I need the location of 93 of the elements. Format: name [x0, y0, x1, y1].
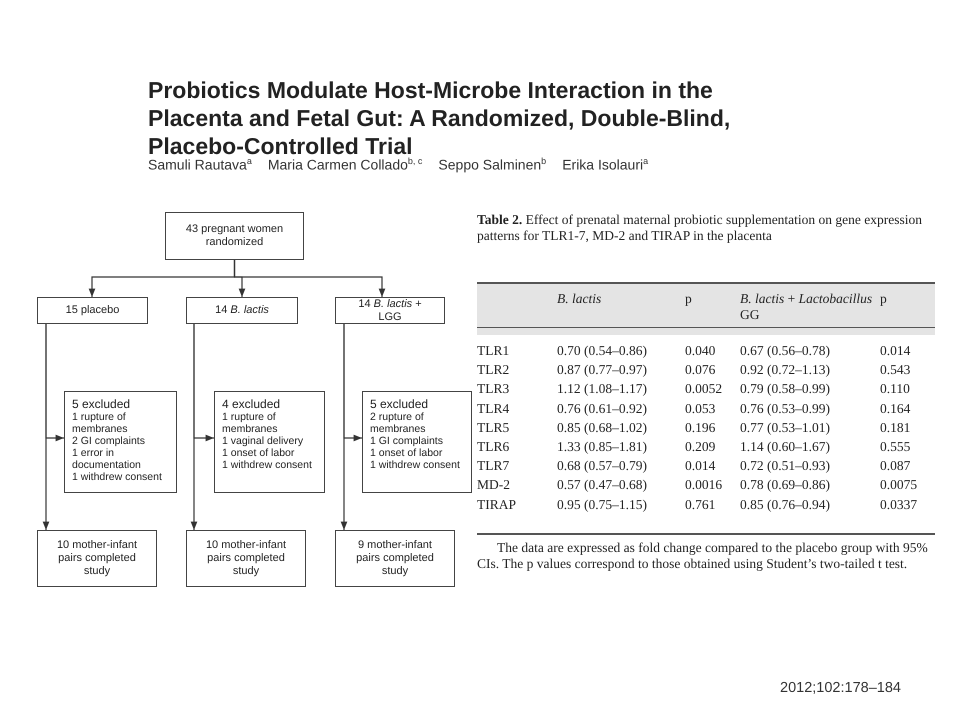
box-text: 2 GI complaints — [72, 435, 146, 447]
table-cell-text: 0.076 — [685, 361, 716, 380]
table-note: The data are expressed as fold change compared to the placebo group with 95% CIs. The p values correspond to those obtained using Student’s two-tailed t test. — [477, 540, 929, 572]
process-box — [335, 530, 455, 587]
table-cell-text: 0.040 — [685, 342, 716, 360]
table-cell-text: 0.68 (0.57–0.79) — [557, 457, 648, 476]
column-header: B. lactis — [557, 283, 685, 327]
table-cell-text: 0.164 — [880, 400, 912, 418]
box-text: 1 onset of labor — [370, 447, 444, 459]
table-cell-text: 0.761 — [685, 496, 716, 514]
table-cell-text: 0.70 (0.54–0.86) — [557, 342, 648, 360]
table-cell-text: 0.67 (0.56–0.78) — [740, 342, 831, 360]
box-text: 1 withdrew consent — [72, 471, 163, 483]
box-text: 43 pregnant women randomized — [184, 223, 284, 249]
table-cell-text: 0.053 — [685, 400, 716, 418]
table-cell-text: 0.0337 — [880, 496, 918, 514]
table-cell-text: 0.087 — [880, 457, 912, 476]
row-header: TLR4 — [477, 400, 510, 418]
box-text: 1 rupture of membranes — [72, 411, 128, 435]
table-cell-text: 1.14 (0.60–1.67) — [740, 438, 831, 456]
table-cell-text: 0.57 (0.47–0.68) — [557, 476, 648, 494]
row-header: TLR2 — [477, 361, 510, 380]
row-header: MD-2 — [477, 476, 511, 494]
table-cell-text: 0.85 (0.68–1.02) — [557, 418, 648, 437]
author-name: Maria Carmen Collado$^{b, c}$ — [268, 156, 422, 173]
column-header: p — [880, 290, 888, 308]
table-cell-text: 0.209 — [685, 438, 716, 456]
table-cell-text: 0.110 — [880, 380, 911, 398]
table-cell-text: 1.33 (0.85–1.81) — [557, 438, 648, 456]
table-cell-text: 0.181 — [880, 418, 912, 437]
process-box — [165, 212, 304, 260]
box-text: 14 B. lactis — [215, 304, 269, 317]
table-cell-text: 0.014 — [685, 457, 716, 476]
box-text: 1 withdrew consent — [222, 459, 313, 471]
author-name: Samuli Rautava$^{a}$ — [148, 156, 252, 173]
box-text: 1 rupture of membranes — [222, 411, 278, 435]
box-text: 2 rupture of membranes — [370, 411, 426, 435]
table-cell-text: 0.95 (0.75–1.15) — [557, 496, 648, 514]
row-header: TLR7 — [477, 457, 510, 476]
table-cell-text: 0.85 (0.76–0.94) — [740, 496, 831, 514]
exclusion-box — [64, 391, 177, 493]
table-cell-text: 0.014 — [880, 342, 912, 360]
box-text: 15 placebo — [66, 304, 120, 317]
citation: 2012;102:178–184 — [780, 680, 901, 696]
table-cell-text: 1.12 (1.08–1.17) — [557, 380, 648, 398]
table-cell-text: 0.196 — [685, 418, 716, 437]
process-box — [186, 530, 306, 587]
arrow — [234, 260, 386, 297]
arrow — [340, 324, 348, 530]
table-cell-text: 0.555 — [880, 438, 912, 456]
box-heading: 5 excluded — [370, 397, 430, 411]
box-heading: 4 excluded — [222, 397, 282, 411]
table-cell-text: 0.543 — [880, 361, 912, 380]
arrow — [190, 324, 198, 530]
table-cell-text: 0.76 (0.61–0.92) — [557, 400, 648, 418]
table-cell-text: 0.0075 — [880, 476, 918, 494]
box-text: 1 GI complaints — [370, 435, 444, 447]
table-cell-text: 0.87 (0.77–0.97) — [557, 361, 648, 380]
table-cell-text: 0.78 (0.69–0.86) — [740, 476, 831, 494]
box-text: 10 mother-infant pairs completed study — [204, 539, 288, 578]
box-text: 14 B. lactis + LGG — [357, 298, 423, 324]
table-cell-text: 0.72 (0.51–0.93) — [740, 457, 831, 476]
box-text: 1 withdrew consent — [370, 459, 461, 471]
table-cell-text: 0.77 (0.53–1.01) — [740, 418, 831, 437]
box-text: 9 mother-infant pairs completed study — [355, 539, 435, 578]
arrow — [42, 324, 50, 530]
row-header: TLR3 — [477, 380, 510, 398]
row-header: TIRAP — [477, 496, 518, 514]
process-box — [186, 297, 298, 324]
author-name: Seppo Salminen$^{b}$ — [438, 156, 546, 173]
row-header: TLR6 — [477, 438, 510, 456]
column-header: p — [685, 283, 740, 327]
process-box — [335, 297, 445, 324]
box-text: 1 vaginal delivery — [222, 435, 304, 447]
exclusion-box — [362, 391, 472, 493]
column-header: B. lactis + Lactobacillus GG — [740, 283, 880, 327]
row-header: TLR1 — [477, 342, 510, 360]
box-text: 10 mother-infant pairs completed study — [56, 539, 138, 578]
process-box — [37, 297, 148, 324]
box-text: 1 onset of labor — [222, 447, 296, 459]
table-cell-text: 0.76 (0.53–0.99) — [740, 400, 831, 418]
author-name: Erika Isolauri$^{a}$ — [562, 156, 648, 173]
table-cell-text: 0.92 (0.72–1.13) — [740, 361, 831, 380]
table-cell-text: 0.79 (0.58–0.99) — [740, 380, 831, 398]
title: Probiotics Modulate Host-Microbe Interaction in the Placenta and Fetal Gut: A Randomized, Double-Blind, Placebo-Controlled Trial — [148, 76, 732, 159]
table-cell-text: 0.0052 — [685, 380, 724, 398]
exclusion-box — [214, 391, 325, 493]
box-heading: 5 excluded — [72, 397, 132, 411]
box-text: 1 error in documentation — [72, 447, 142, 471]
process-box — [37, 530, 157, 587]
table-caption: Table 2. Effect of prenatal maternal probiotic supplementation on gene expression patterns for TLR1-7, MD-2 and TIRAP in the placenta — [477, 212, 924, 244]
table-cell-text: 0.0016 — [685, 476, 724, 494]
row-header: TLR5 — [477, 418, 510, 437]
